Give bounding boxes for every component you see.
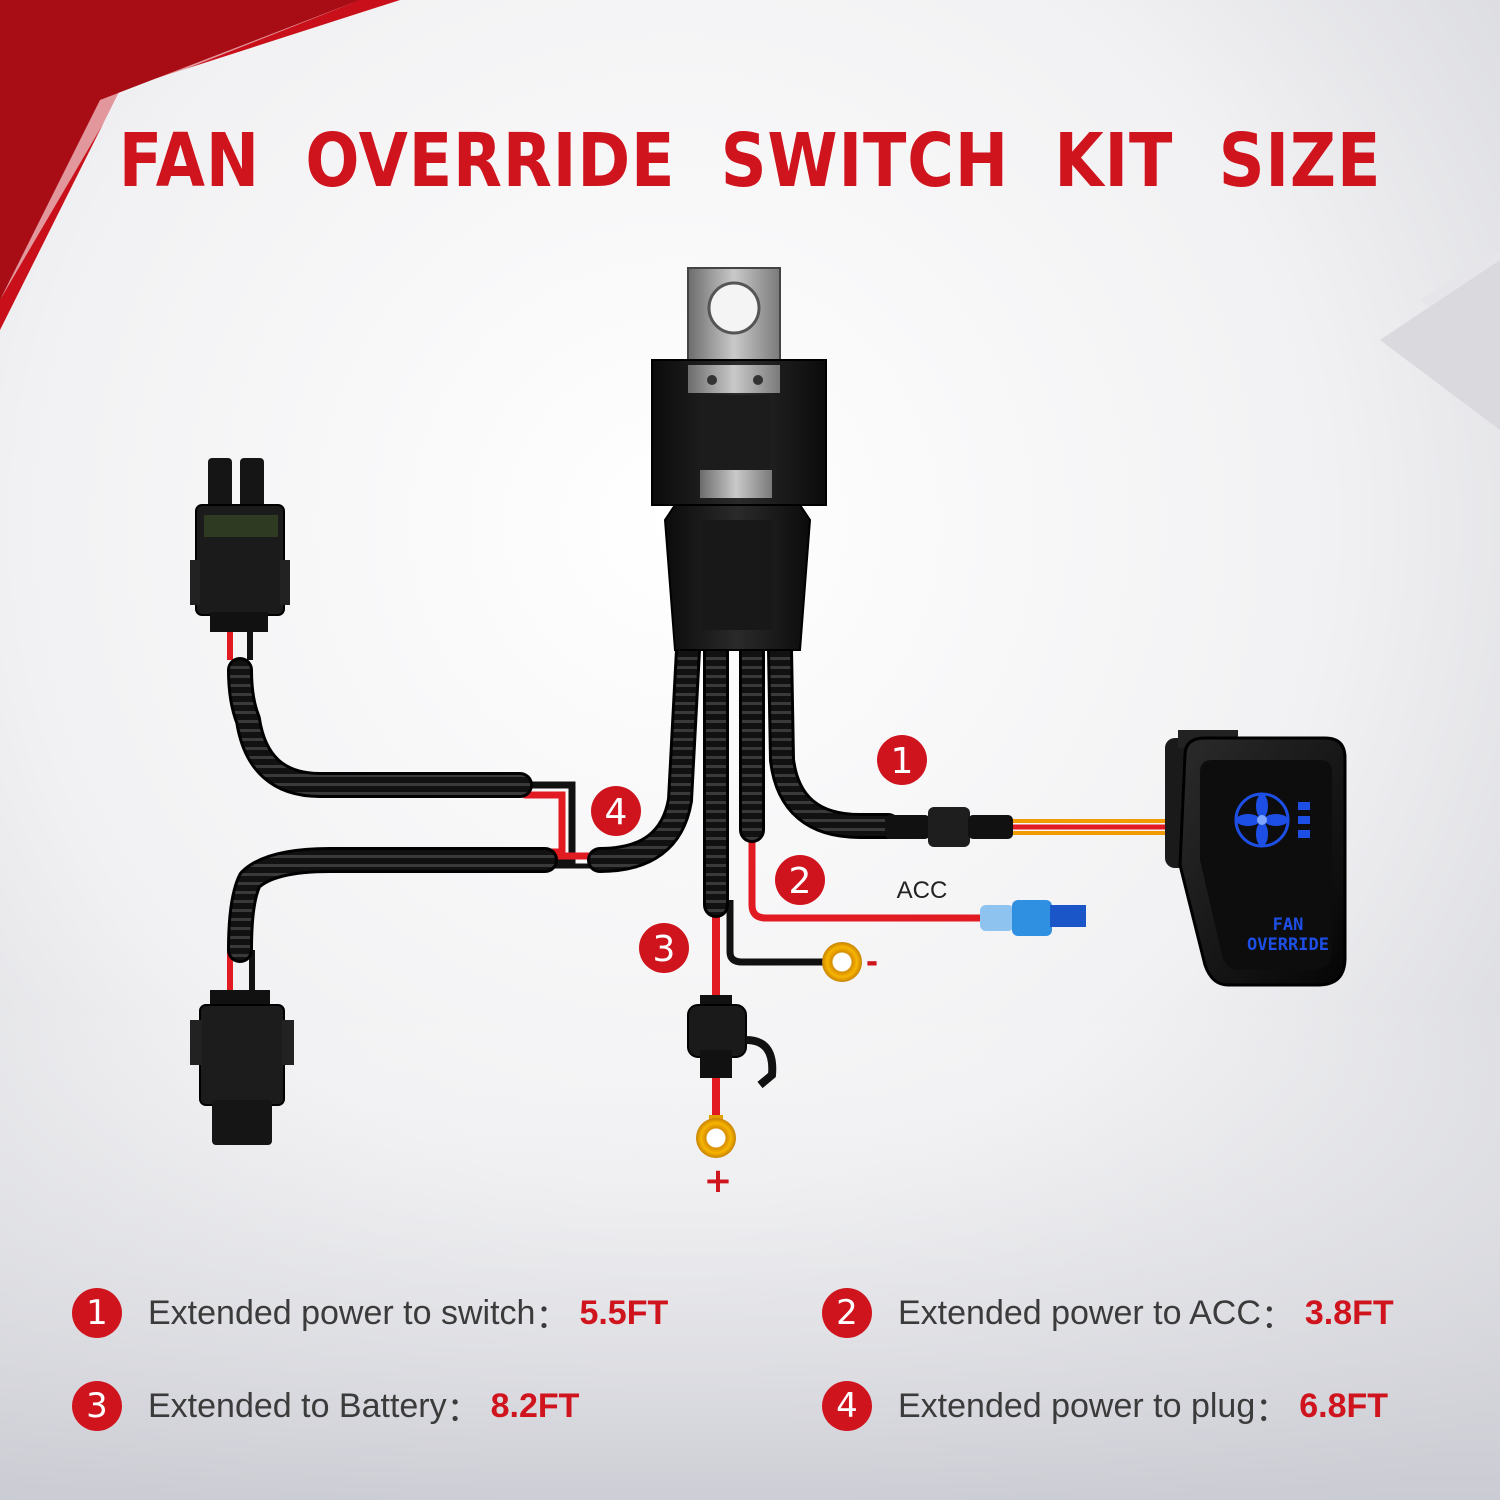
legend-separator: ： [535, 1297, 570, 1336]
switch-inline-connector [885, 807, 1013, 847]
legend-item-4: 4 Extended power to plug ： 6.8FT [822, 1380, 1388, 1432]
fan-override-rocker-switch: FAN OVERRIDE [1165, 730, 1347, 987]
acc-label: ACC [897, 877, 948, 904]
legend-text: Extended power to ACC [898, 1293, 1261, 1332]
corner-decoration-top-left [0, 0, 400, 330]
wire-ground [726, 900, 825, 966]
switch-label-fan: FAN [1273, 915, 1304, 935]
legend-text: Extended power to plug [898, 1386, 1256, 1425]
svg-text:2: 2 [789, 861, 812, 902]
corner-decoration-right [1380, 0, 1500, 430]
wire-switch [1010, 819, 1170, 835]
legend-separator: ： [446, 1390, 481, 1429]
switch-label-override: OVERRIDE [1247, 935, 1329, 955]
callout-4: 4 [591, 786, 641, 836]
acc-spade-connector [980, 900, 1086, 936]
legend-badge: 1 [72, 1288, 122, 1338]
wire-acc [748, 830, 985, 922]
svg-text:1: 1 [891, 741, 914, 782]
positive-label: + [704, 1161, 733, 1201]
callout-3: 3 [639, 923, 689, 973]
weatherproof-connector-top [190, 458, 290, 632]
legend-text: Extended to Battery [148, 1386, 447, 1425]
weatherproof-connector-bottom [190, 990, 294, 1145]
legend-badge: 4 [822, 1381, 872, 1431]
legend-item-2: 2 Extended power to ACC ： 3.8FT [822, 1287, 1394, 1339]
legend-separator: ： [1255, 1390, 1290, 1429]
legend-value: 5.5FT [579, 1293, 669, 1332]
relay [651, 267, 827, 651]
legend-value: 6.8FT [1299, 1386, 1389, 1425]
legend-value: 3.8FT [1304, 1293, 1394, 1332]
callout-2: 2 [775, 855, 825, 905]
legend-value: 8.2FT [490, 1386, 580, 1425]
fan-icon [1234, 792, 1310, 848]
legend-text: Extended power to switch [148, 1293, 536, 1332]
legend-item-1: 1 Extended power to switch ： 5.5FT [72, 1287, 668, 1339]
loom-tubes [227, 637, 901, 963]
legend-item-3: 3 Extended to Battery ： 8.2FT [72, 1380, 579, 1432]
ring-terminal-positive [696, 1115, 736, 1158]
fuse-holder [687, 995, 777, 1089]
negative-label: - [866, 945, 878, 980]
legend-separator: ： [1260, 1297, 1295, 1336]
legend-badge: 3 [72, 1381, 122, 1431]
legend-badge: 2 [822, 1288, 872, 1338]
callout-1: 1 [877, 735, 927, 785]
svg-text:3: 3 [653, 929, 676, 970]
ring-terminal-negative [822, 942, 862, 982]
page-title: FAN OVERRIDE SWITCH KIT SIZE [118, 118, 1382, 204]
svg-text:4: 4 [605, 792, 628, 833]
